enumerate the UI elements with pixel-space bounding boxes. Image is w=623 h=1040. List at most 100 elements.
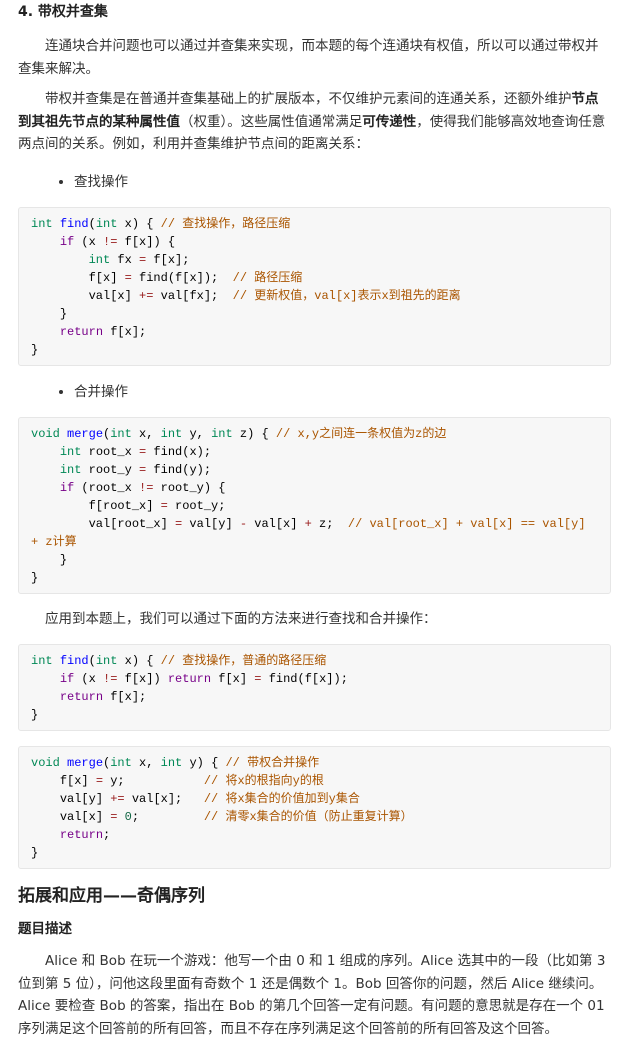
code-line: int find(int x) { // 查找操作，路径压缩 [31, 215, 598, 233]
code-text: find(f[x]); [261, 672, 348, 686]
code-keyword: int [59, 462, 82, 477]
code-operator: = [110, 810, 118, 824]
code-line: } [31, 305, 598, 323]
code-function: merge [67, 426, 104, 441]
code-line: } [31, 706, 598, 724]
bold-text: 节点到其祖先节点的某种属性值 [18, 91, 599, 130]
code-text: ; [103, 828, 111, 842]
code-text: (x [74, 234, 104, 249]
code-text: find(y); [146, 462, 212, 477]
code-number: 0 [124, 810, 132, 824]
code-text: fx [110, 252, 140, 267]
code-text [31, 481, 60, 495]
code-block-find-simple: int find(int x) { // 查找操作，普通的路径压缩 if (x … [18, 644, 611, 731]
code-text: } [31, 552, 68, 567]
code-text [31, 325, 60, 339]
bullet-find: 查找操作 [74, 171, 611, 193]
code-comment: // 将x的根指向y的根 [203, 774, 324, 788]
code-line: } [31, 844, 598, 862]
code-block-find: int find(int x) { // 查找操作，路径压缩 if (x != … [18, 206, 611, 366]
code-text [117, 810, 124, 824]
heading-problem-description: 题目描述 [18, 921, 72, 937]
code-text: ; [131, 810, 204, 824]
code-text [60, 756, 67, 770]
code-operator: != [139, 480, 154, 495]
heading-extension: 拓展和应用——奇偶序列 [18, 886, 205, 906]
code-line: if (x != f[x]) return f[x] = find(f[x]); [31, 670, 598, 688]
code-block-merge: void merge(int x, int y, int z) { // x,y… [18, 416, 611, 594]
code-text: f[x]; [103, 324, 147, 339]
code-comment: // x,y之间连一条权值为z的边 [275, 426, 447, 441]
code-keyword: int [95, 216, 118, 231]
code-text: } [31, 708, 39, 722]
code-comment: // 更新权值，val[x]表示x到祖先的距离 [232, 288, 461, 303]
code-text: f[x] [31, 774, 96, 788]
code-operator: = [139, 444, 147, 459]
code-line: } [31, 551, 598, 569]
code-text: val[root_x] [31, 516, 176, 531]
code-text: find(x); [146, 444, 212, 459]
code-keyword: int [110, 426, 132, 441]
code-line: void merge(int x, int y) { // 带权合并操作 [31, 754, 598, 772]
bullet-merge: 合并操作 [74, 381, 611, 403]
code-comment: // 查找操作，普通的路径压缩 [160, 654, 327, 668]
code-text: val[x] [31, 810, 111, 824]
code-keyword: int [59, 444, 82, 459]
code-operator: = [139, 252, 147, 267]
paragraph-problem: Alice 和 Bob 在玩一个游戏：他写一个由 0 和 1 组成的序列。Ali… [18, 953, 606, 1037]
code-text [31, 235, 60, 249]
code-text: ( [103, 756, 111, 770]
code-text [53, 217, 60, 231]
code-text: f[x]) { [117, 234, 176, 249]
code-text: f[x]; [103, 690, 147, 704]
code-comment: // 清零x集合的价值（防止重复计算） [203, 810, 413, 824]
code-operator: += [139, 288, 154, 303]
code-block-merge-weighted: void merge(int x, int y) { // 带权合并操作 f[x… [18, 746, 611, 869]
code-text [31, 445, 60, 459]
code-text [31, 463, 60, 477]
paragraph-intro: 连通块合并问题也可以通过并查集来实现，而本题的每个连通块有权值，所以可以通过带权… [18, 38, 599, 77]
code-text: z) { [232, 426, 276, 441]
code-text: x, [131, 756, 161, 770]
code-text: x, [131, 426, 161, 441]
code-text: val[y] [182, 516, 240, 531]
section-title: 4. 带权并查集 [18, 4, 108, 20]
code-operator: = [139, 462, 147, 477]
code-text: (x [74, 672, 104, 686]
code-line: if (x != f[x]) { [31, 233, 598, 251]
code-text: (root_x [74, 480, 140, 495]
code-text: } [31, 846, 39, 860]
code-line: if (root_x != root_y) { [31, 479, 598, 497]
code-text: y, [182, 426, 212, 441]
code-control: if [59, 234, 75, 249]
code-text: f[x]) [117, 672, 168, 686]
code-line: f[x] = find(f[x]); // 路径压缩 [31, 269, 598, 287]
code-text [60, 427, 67, 441]
code-text [31, 690, 60, 704]
code-text: root_y) { [153, 480, 226, 495]
text: 带权并查集是在普通并查集基础上的扩展版本，不仅维护元素间的连通关系，还额外维护 [45, 91, 572, 107]
code-text: } [31, 570, 39, 585]
code-operator: = [95, 774, 104, 788]
code-line: int find(int x) { // 查找操作，普通的路径压缩 [31, 652, 598, 670]
code-text: ( [88, 654, 96, 668]
bold-text: 可传递性 [362, 113, 417, 130]
code-function: merge [67, 756, 104, 770]
code-line: f[x] = y; // 将x的根指向y的根 [31, 772, 598, 790]
code-text [31, 253, 89, 267]
code-operator: + [304, 516, 312, 531]
code-text: find(f[x]); [131, 270, 233, 285]
code-text: ( [103, 426, 111, 441]
code-operator: != [103, 672, 118, 686]
code-operator: = [160, 498, 168, 513]
code-comment: // 路径压缩 [232, 270, 303, 285]
code-text [31, 672, 60, 686]
code-text: root_x [81, 444, 140, 459]
code-text: f[root_x] [31, 498, 161, 513]
code-control: return [59, 828, 104, 842]
code-text: root_y [81, 462, 140, 477]
code-line: int fx = f[x]; [31, 251, 598, 269]
code-keyword: int [88, 252, 111, 267]
code-control: return [167, 672, 212, 686]
